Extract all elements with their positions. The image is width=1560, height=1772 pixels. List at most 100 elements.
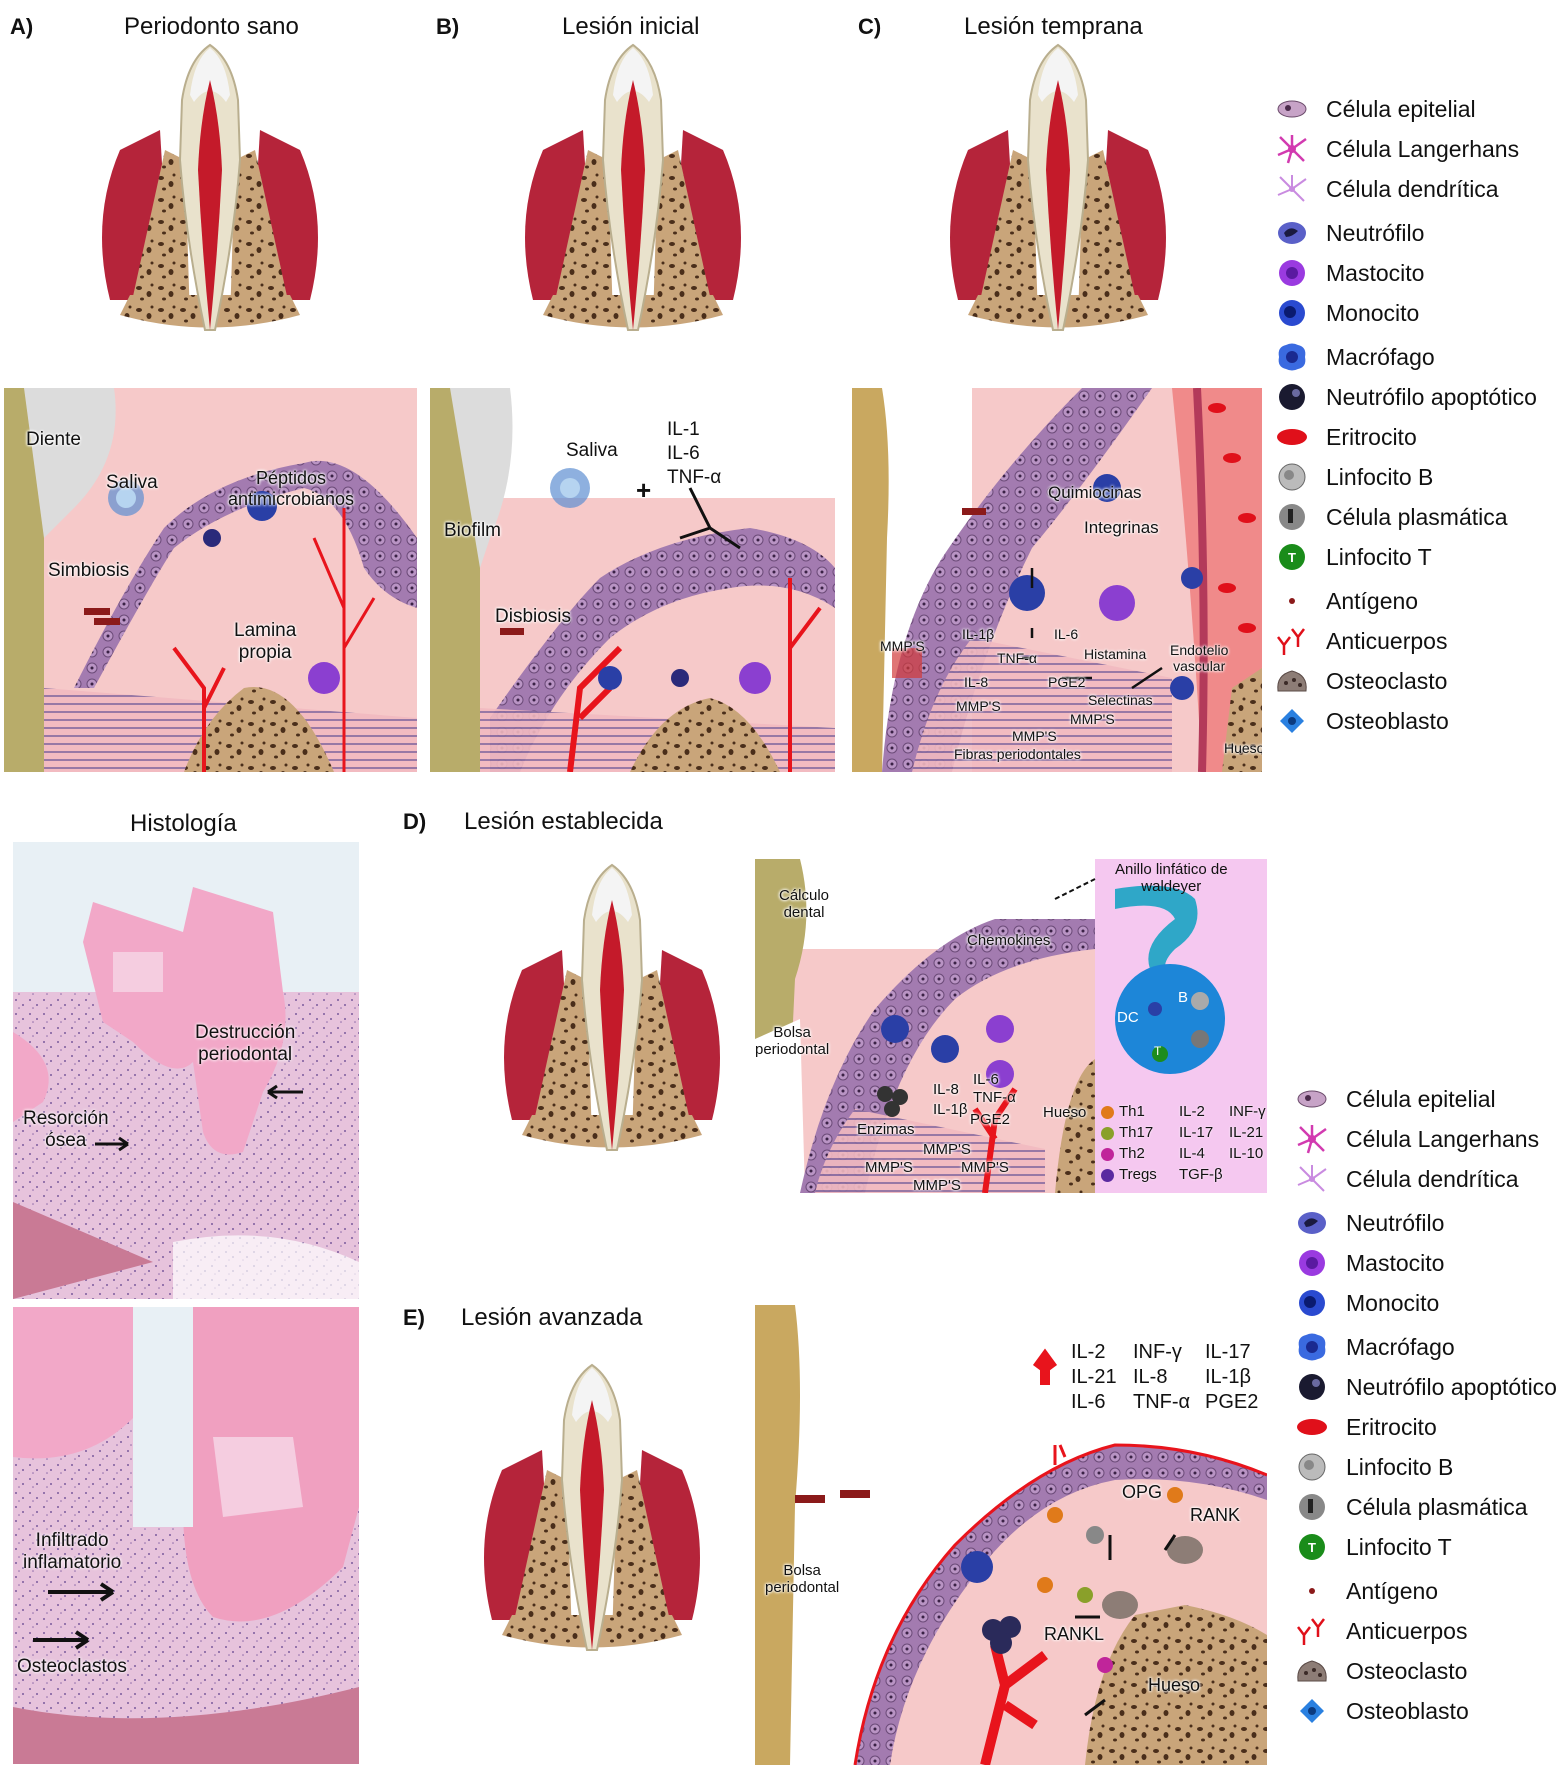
label-dc: DC	[1117, 1009, 1139, 1026]
legend-top-label: Célula epitelial	[1326, 95, 1476, 122]
label-il1b-c: IL-1β	[962, 626, 995, 642]
panel-d-histology-diagram: Cálculo dental Chemokines Bolsa periodon…	[755, 859, 1267, 1193]
erythrocyte-icon	[1297, 1419, 1327, 1435]
svg-text:T: T	[1288, 550, 1296, 565]
label-chemokines: Chemokines	[967, 932, 1051, 949]
osteoblast-icon	[1300, 1699, 1324, 1723]
label-mmps-c4: MMP'S	[1070, 711, 1115, 727]
legend-top-label: Anticuerpos	[1326, 627, 1448, 654]
legend-bottom-item: Célula epitelial	[1294, 1079, 1557, 1119]
t-cell-dot-icon	[1101, 1169, 1114, 1182]
legend-bottom-item: Anticuerpos	[1294, 1611, 1557, 1651]
osteoclast-icon	[1297, 1660, 1327, 1682]
label-hueso-c: Hueso	[1224, 740, 1262, 756]
cytokine-label: IL-17	[1205, 1341, 1251, 1363]
t-lymphocyte-icon: T	[1299, 1534, 1325, 1560]
label-il1-b: IL-1	[667, 419, 700, 440]
legend-top-item: Célula plasmática	[1274, 497, 1537, 537]
legend-top-label: Mastocito	[1326, 259, 1425, 286]
label-mmps-c2: MMP'S	[956, 698, 1001, 714]
legend-bottom-item: Mastocito	[1294, 1243, 1557, 1283]
osteoblast-icon	[1280, 709, 1304, 733]
label-quimiocinas: Quimiocinas	[1048, 483, 1142, 502]
legend-bottom-label: Osteoclasto	[1346, 1657, 1468, 1684]
epithelial-cell-icon	[1297, 1090, 1327, 1108]
panel-c-tooth-illustration	[949, 44, 1167, 331]
histology-photo-top: Destrucción periodontal Resorción ósea	[13, 842, 359, 1299]
th-subset-label: Th17	[1119, 1124, 1154, 1141]
legend-bottom-item: Antígeno	[1294, 1571, 1557, 1611]
label-histamina: Histamina	[1084, 646, 1147, 662]
legend-top-item: Neutrófilo	[1274, 213, 1537, 253]
legend-bottom-label: Antígeno	[1346, 1577, 1439, 1604]
label-selectinas: Selectinas	[1088, 692, 1153, 708]
monocyte-icon	[1299, 1290, 1325, 1316]
plasma-cell-icon	[1279, 504, 1305, 530]
label-mmps-c1: MMP'S	[880, 638, 925, 654]
label-disbiosis: Disbiosis	[495, 606, 572, 627]
panel-e-title: Lesión avanzada	[461, 1304, 643, 1331]
cytokine-label: IL-17	[1179, 1124, 1214, 1141]
apoptotic-neutrophil-icon	[1299, 1374, 1325, 1400]
label-il6-c: IL-6	[1054, 626, 1079, 642]
antibody-icon	[1297, 1618, 1325, 1645]
legend-bottom-label: Linfocito B	[1346, 1453, 1454, 1480]
panel-b-tooth-illustration	[524, 44, 742, 331]
legend-top-item: Eritrocito	[1274, 417, 1537, 457]
label-saliva-a: Saliva	[106, 472, 158, 493]
label-lamina-propia: Lamina propia	[234, 620, 297, 663]
legend-top-label: Eritrocito	[1326, 423, 1417, 450]
cytokine-label: IL-21	[1229, 1124, 1264, 1141]
label-osteoclastos: Osteoclastos	[17, 1656, 127, 1677]
label-tnf-b: TNF-α	[667, 467, 722, 488]
legend-top-item: Célula epitelial	[1274, 89, 1537, 129]
panel-c-letter: C)	[858, 14, 882, 39]
label-bolsa-e: Bolsa periodontal	[765, 1562, 840, 1597]
label-calculo: Cálculo dental	[779, 887, 830, 922]
cytokine-label: INF-γ	[1133, 1341, 1182, 1363]
monocyte-icon	[1279, 300, 1305, 326]
legend-top-item: Osteoblasto	[1274, 701, 1537, 741]
t-cell-dot-icon	[1101, 1148, 1114, 1161]
legend-bottom-label: Osteoblasto	[1346, 1697, 1469, 1724]
label-bolsa-d: Bolsa periodontal	[755, 1024, 830, 1059]
cytokine-label: PGE2	[1205, 1391, 1259, 1413]
label-mmps-c3: MMP'S	[1012, 728, 1057, 744]
erythrocyte-icon	[1277, 429, 1307, 445]
legend-top-item: Osteoclasto	[1274, 661, 1537, 701]
label-il8-d: IL-8	[933, 1081, 959, 1098]
antigen-icon	[1289, 598, 1295, 604]
legend-bottom-label: Anticuerpos	[1346, 1617, 1468, 1644]
mast-cell-icon	[1299, 1250, 1325, 1276]
b-lymphocyte-icon	[1298, 1453, 1326, 1481]
t-cell-dot-icon	[1101, 1127, 1114, 1140]
cytokine-label: IL-1β	[1205, 1366, 1251, 1388]
antigen-icon	[1309, 1588, 1315, 1594]
label-resorcion: Resorción ósea	[23, 1108, 109, 1151]
legend-bottom-item: Linfocito B	[1294, 1447, 1557, 1487]
label-peptidos: Péptidos antimicrobianos	[228, 468, 355, 509]
panel-b-letter: B)	[436, 14, 460, 39]
legend-bottom-item: Célula plasmática	[1294, 1487, 1557, 1527]
legend-bottom-item: Osteoblasto	[1294, 1691, 1557, 1731]
label-hueso-e: Hueso	[1148, 1675, 1201, 1695]
panel-e-tooth-illustration	[483, 1364, 701, 1651]
label-il6-b: IL-6	[667, 443, 700, 464]
label-opg: OPG	[1122, 1482, 1163, 1502]
panel-e-letter: E)	[403, 1305, 425, 1330]
langerhans-cell-icon	[1297, 1125, 1327, 1154]
label-fibras: Fibras periodontales	[954, 746, 1081, 762]
legend-top-label: Linfocito B	[1326, 463, 1434, 490]
macrophage-icon	[1298, 1333, 1326, 1361]
legend-bottom-item: Monocito	[1294, 1283, 1557, 1323]
legend-top-item: Neutrófilo apoptótico	[1274, 377, 1537, 417]
neutrophil-icon	[1298, 1212, 1326, 1234]
label-mmps-d1: MMP'S	[923, 1141, 971, 1158]
cytokine-label: IL-21	[1071, 1366, 1117, 1388]
panel-d-title: Lesión establecida	[464, 808, 663, 835]
legend-top-item: Célula dendrítica	[1274, 169, 1537, 209]
legend-bottom-item: Célula Langerhans	[1294, 1119, 1557, 1159]
label-mmps-d3: MMP'S	[961, 1159, 1009, 1176]
legend-bottom-label: Eritrocito	[1346, 1413, 1437, 1440]
label-tnf-d: TNF-α	[973, 1089, 1016, 1106]
